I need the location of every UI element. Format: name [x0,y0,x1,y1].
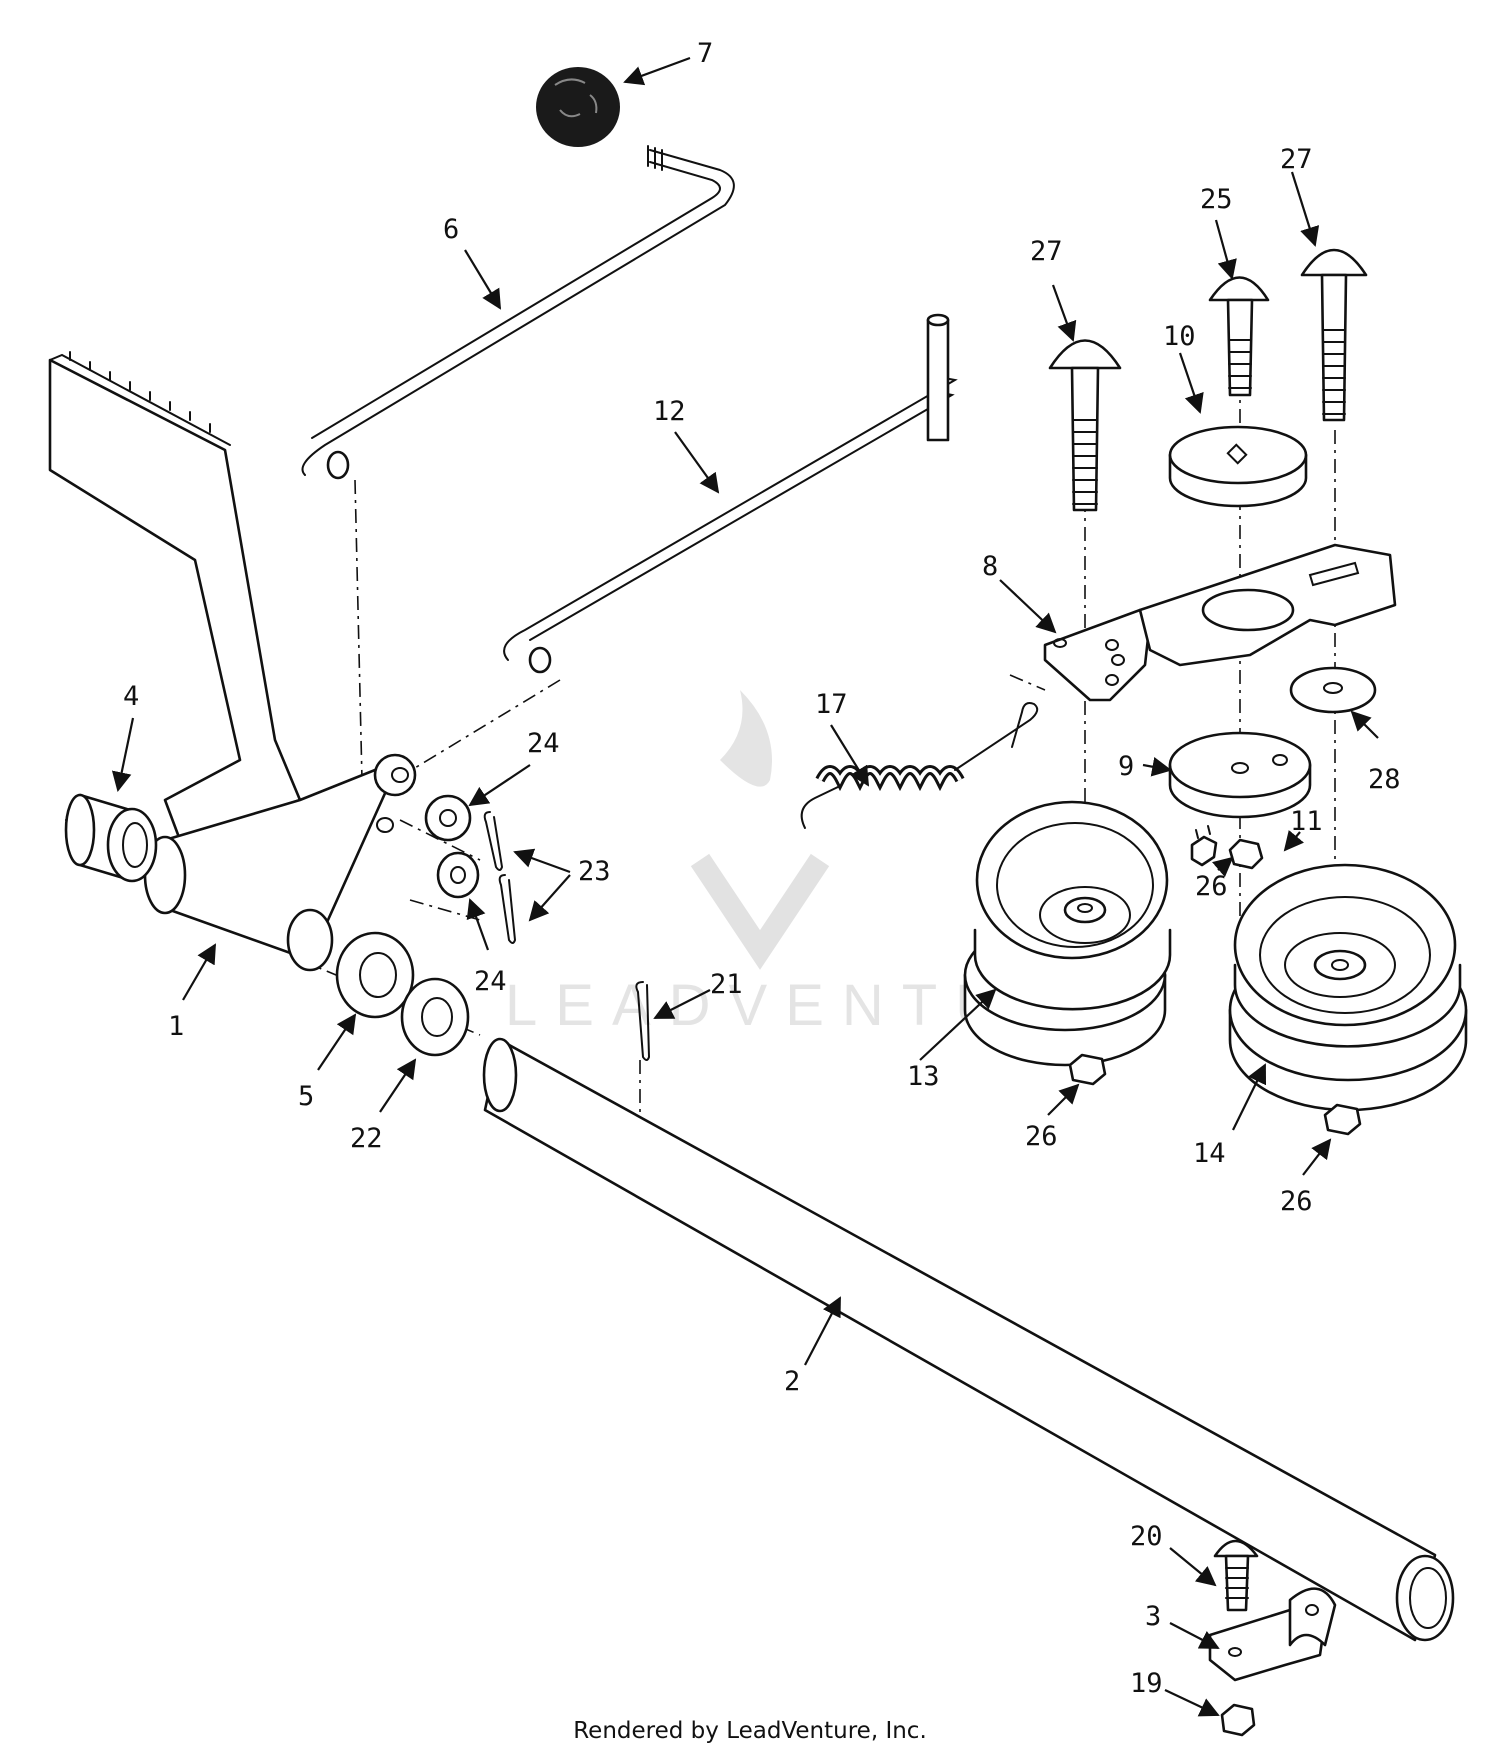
nuts-26-lower [1068,1053,1362,1136]
callout-11: 11 [1290,806,1323,837]
callout-26-upper: 26 [1195,871,1228,902]
cotter-pin [635,981,651,1061]
spacer-washers [335,931,470,1057]
callout-26-mid: 26 [1025,1121,1058,1152]
callout-labels: 7 6 12 4 24 23 24 1 5 22 21 2 17 13 8 9 … [123,38,1401,1699]
callout-7: 7 [697,38,713,69]
leader-arrows [111,56,1379,1717]
callout-21: 21 [710,969,743,1000]
callout-2: 2 [784,1366,800,1397]
bushing [64,793,158,883]
callout-24-lower: 24 [474,966,507,997]
cross-rod [503,313,958,674]
callout-6: 6 [443,214,459,245]
callout-24-upper: 24 [527,728,560,759]
idler-bracket [1043,543,1397,702]
bolts [1048,248,1368,512]
callout-3: 3 [1145,1601,1161,1632]
callout-28: 28 [1368,764,1401,795]
idler-pulley [963,800,1172,1067]
render-credit: Rendered by LeadVenture, Inc. [573,1718,927,1744]
callout-20: 20 [1130,1521,1163,1552]
callout-14: 14 [1193,1138,1226,1169]
shaft [482,1037,1455,1642]
nut-26-upper [1228,838,1264,870]
callout-17: 17 [815,689,848,720]
flat-washer [1289,666,1377,714]
knob [536,67,620,147]
spring [800,702,1039,829]
callout-22: 22 [350,1123,383,1154]
shift-rod [301,145,735,480]
callout-8: 8 [982,551,998,582]
grease-fitting [1190,825,1218,867]
callout-26-lower: 26 [1280,1186,1313,1217]
callout-5: 5 [298,1081,314,1112]
callout-1: 1 [168,1011,184,1042]
pedal-lever [48,351,417,972]
clamp-hardware [1208,1539,1337,1737]
callout-10: 10 [1163,321,1196,352]
callout-25: 25 [1200,184,1233,215]
callout-9: 9 [1118,751,1134,782]
callout-4: 4 [123,681,139,712]
callout-27-left: 27 [1030,236,1063,267]
callout-12: 12 [653,396,686,427]
drive-pulley [1228,863,1468,1112]
callout-23: 23 [578,856,611,887]
callout-19: 19 [1130,1668,1163,1699]
callout-27-right: 27 [1280,144,1313,175]
washers-and-pins [424,794,517,944]
spacer-plate [1168,731,1312,819]
callout-13: 13 [907,1061,940,1092]
large-washer [1168,425,1308,508]
